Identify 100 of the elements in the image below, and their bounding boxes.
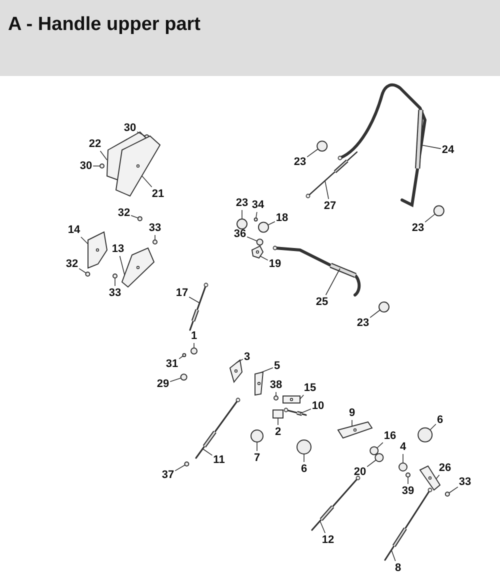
leader-line [268,221,276,226]
leader-line [320,520,326,534]
part-drawing [282,396,300,404]
part-drawing [338,83,426,206]
round-part-drawing [406,472,410,478]
callout-number: 10 [312,400,324,412]
callout-number: 39 [402,485,414,497]
round-part-drawing [184,462,190,466]
round-part-drawing [370,446,379,456]
leader-line [154,234,156,240]
leader-line [430,424,436,430]
callout-number: 9 [348,407,356,419]
round-part-drawing [180,374,188,381]
round-part-drawing [398,462,408,472]
part-drawing [189,282,208,331]
callout-number: 32 [118,207,130,219]
part-drawing [254,371,264,396]
callout-number: 37 [162,469,174,481]
callout-number: 32 [66,258,78,270]
round-part-drawing [374,453,384,462]
leader-line [306,148,318,158]
callout-number: 8 [394,562,402,574]
callout-number: 19 [268,258,282,270]
callout-number: 23 [294,156,306,168]
leader-line [142,176,152,188]
round-part-drawing [137,216,142,222]
callout-number: 11 [213,454,225,466]
leader-line [391,550,396,562]
leader-line [170,378,182,382]
leader-line [424,214,436,222]
leader-line [402,454,404,464]
callout-number: 5 [274,360,280,372]
leader-line [300,408,312,414]
part-drawing [311,476,360,531]
round-part-drawing [433,205,444,216]
leader-line [78,268,86,274]
callout-number: 15 [304,382,316,394]
callout-number: 2 [274,426,282,438]
callout-number: 31 [166,358,178,370]
callout-number: 18 [276,212,288,224]
round-part-drawing [190,348,198,354]
callout-number: 30 [124,122,136,134]
callout-number: 13 [112,243,124,255]
part-drawing [337,421,373,439]
leader-line [420,144,442,150]
round-part-drawing [274,396,278,400]
leader-line [256,212,258,218]
callout-number: 6 [300,463,308,475]
callout-number: 38 [270,379,282,391]
leader-line [260,367,274,373]
leader-line [324,180,329,200]
round-part-drawing [254,218,258,222]
callout-number: 16 [384,430,396,442]
round-part-drawing [100,164,104,168]
leader-line [100,150,108,160]
round-part-drawing [256,238,264,246]
leader-line [325,268,340,296]
callout-number: 33 [148,222,162,234]
callout-number: 1 [190,330,198,342]
callout-number: 36 [234,228,246,240]
callout-number: 27 [324,200,336,212]
callout-number: 29 [156,378,170,390]
leader-line [130,215,138,218]
leader-line [376,442,384,448]
round-part-drawing [85,272,90,277]
leader-line [448,486,458,494]
part-drawing [306,151,358,198]
part-drawing [229,359,243,384]
leader-line [260,256,268,261]
round-part-drawing [152,240,158,244]
round-part-drawing [316,140,328,152]
round-part-drawing [378,302,390,312]
callout-number: 23 [412,222,424,234]
callout-number: 20 [354,466,366,478]
callout-number: 7 [254,452,260,464]
callout-number: 30 [80,160,92,172]
leader-line [119,256,125,276]
round-part-drawing [444,492,450,497]
round-part-drawing [418,427,433,442]
leader-line [300,394,304,400]
block-part-drawing [272,410,284,418]
part-drawing [88,231,108,269]
leader-line [366,460,376,468]
leader-line [246,236,258,242]
callout-number: 23 [356,317,370,329]
leader-line [114,278,116,286]
leader-line [174,464,186,472]
leader-line [136,131,146,136]
round-part-drawing [296,440,312,454]
round-part-drawing [182,353,186,358]
callout-number: 24 [442,144,454,156]
callout-number: 22 [88,138,102,150]
callout-number: 12 [322,534,334,546]
leader-line [436,474,440,480]
leader-line [80,236,88,244]
part-drawing [384,488,432,561]
callout-number: 17 [176,287,188,299]
leader-line [236,358,244,364]
page-title: A - Handle upper part [8,14,200,36]
leader-line [188,296,200,304]
